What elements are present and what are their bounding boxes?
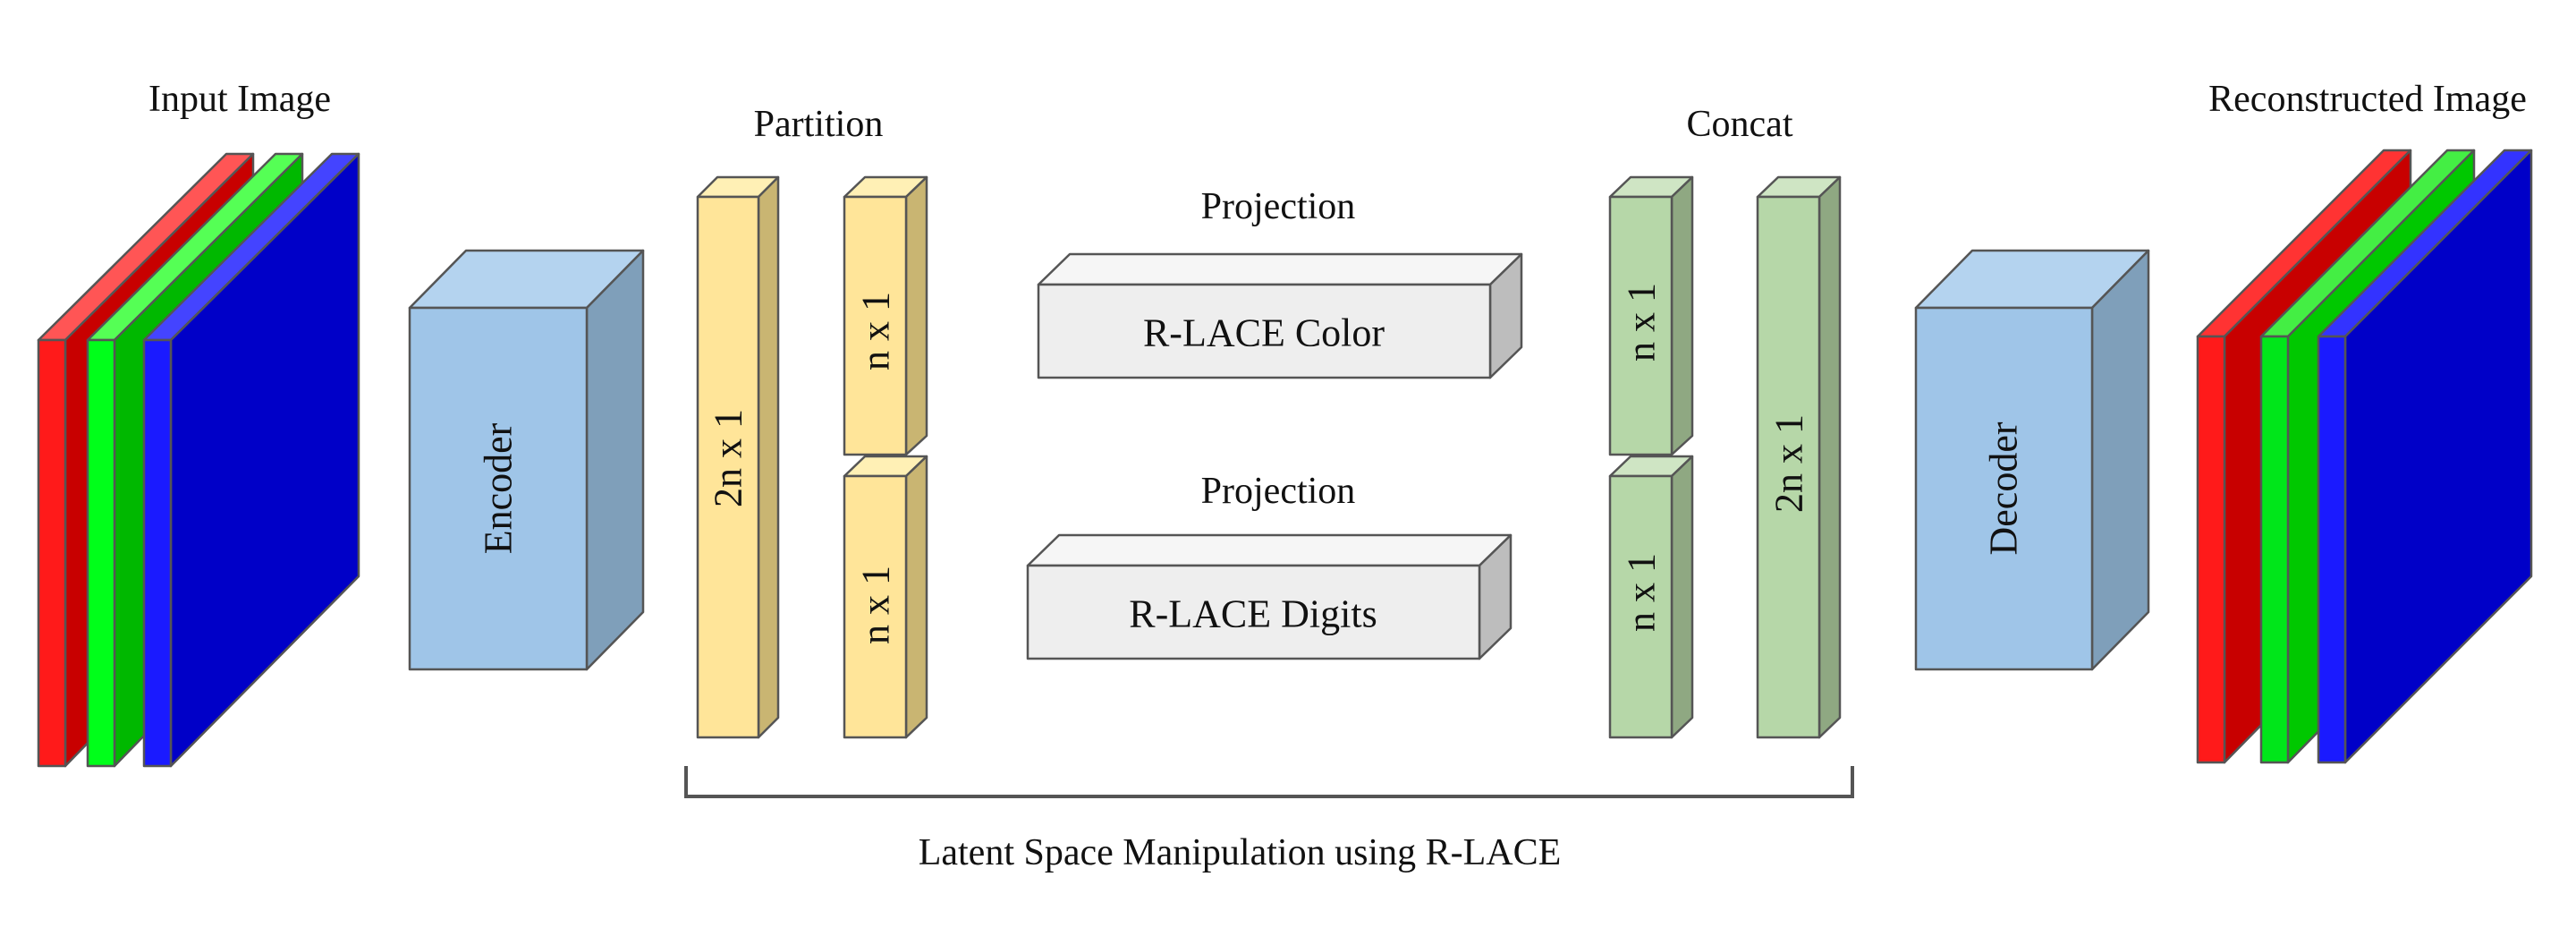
concat-full-label: 2n x 1 [1767, 414, 1811, 513]
concat-top-vector: n x 1 [1608, 175, 1694, 456]
rlace-color-label: R-LACE Color [1143, 311, 1385, 355]
rlace-digits-label: R-LACE Digits [1129, 592, 1377, 636]
concat-top-label: n x 1 [1620, 283, 1664, 362]
latent-space-caption: Latent Space Manipulation using R-LACE [919, 832, 1562, 873]
encoder-label: Encoder [477, 422, 521, 554]
concat-bottom-vector: n x 1 [1608, 455, 1694, 739]
rlace-digits-block: R-LACE Digits [1026, 533, 1513, 660]
partition-top-label: n x 1 [854, 292, 898, 370]
concat-bottom-label: n x 1 [1620, 553, 1664, 632]
input-blue-channel [142, 152, 360, 768]
partition-bottom-vector: n x 1 [843, 455, 928, 739]
projection-top-label: Projection [1201, 186, 1356, 227]
rlace-color-block: R-LACE Color [1037, 252, 1523, 379]
concat-full-vector: 2n x 1 [1756, 175, 1842, 739]
encoder-block: Encoder [408, 249, 645, 671]
partition-top-vector: n x 1 [843, 175, 928, 456]
latent-space-bracket [684, 766, 1854, 798]
reconstructed-image [2196, 149, 2533, 764]
partition-label: Partition [754, 104, 884, 145]
input-image [37, 152, 360, 768]
output-blue-channel [2317, 149, 2533, 764]
decoder-label: Decoder [1982, 421, 2026, 555]
partition-bottom-label: n x 1 [854, 566, 898, 644]
reconstructed-image-label: Reconstructed Image [2208, 79, 2527, 120]
partition-full-vector: 2n x 1 [696, 175, 780, 739]
projection-bottom-label: Projection [1201, 471, 1356, 512]
decoder-block: Decoder [1914, 249, 2150, 671]
concat-label: Concat [1687, 104, 1793, 145]
input-image-label: Input Image [148, 79, 331, 120]
partition-full-label: 2n x 1 [707, 409, 750, 507]
